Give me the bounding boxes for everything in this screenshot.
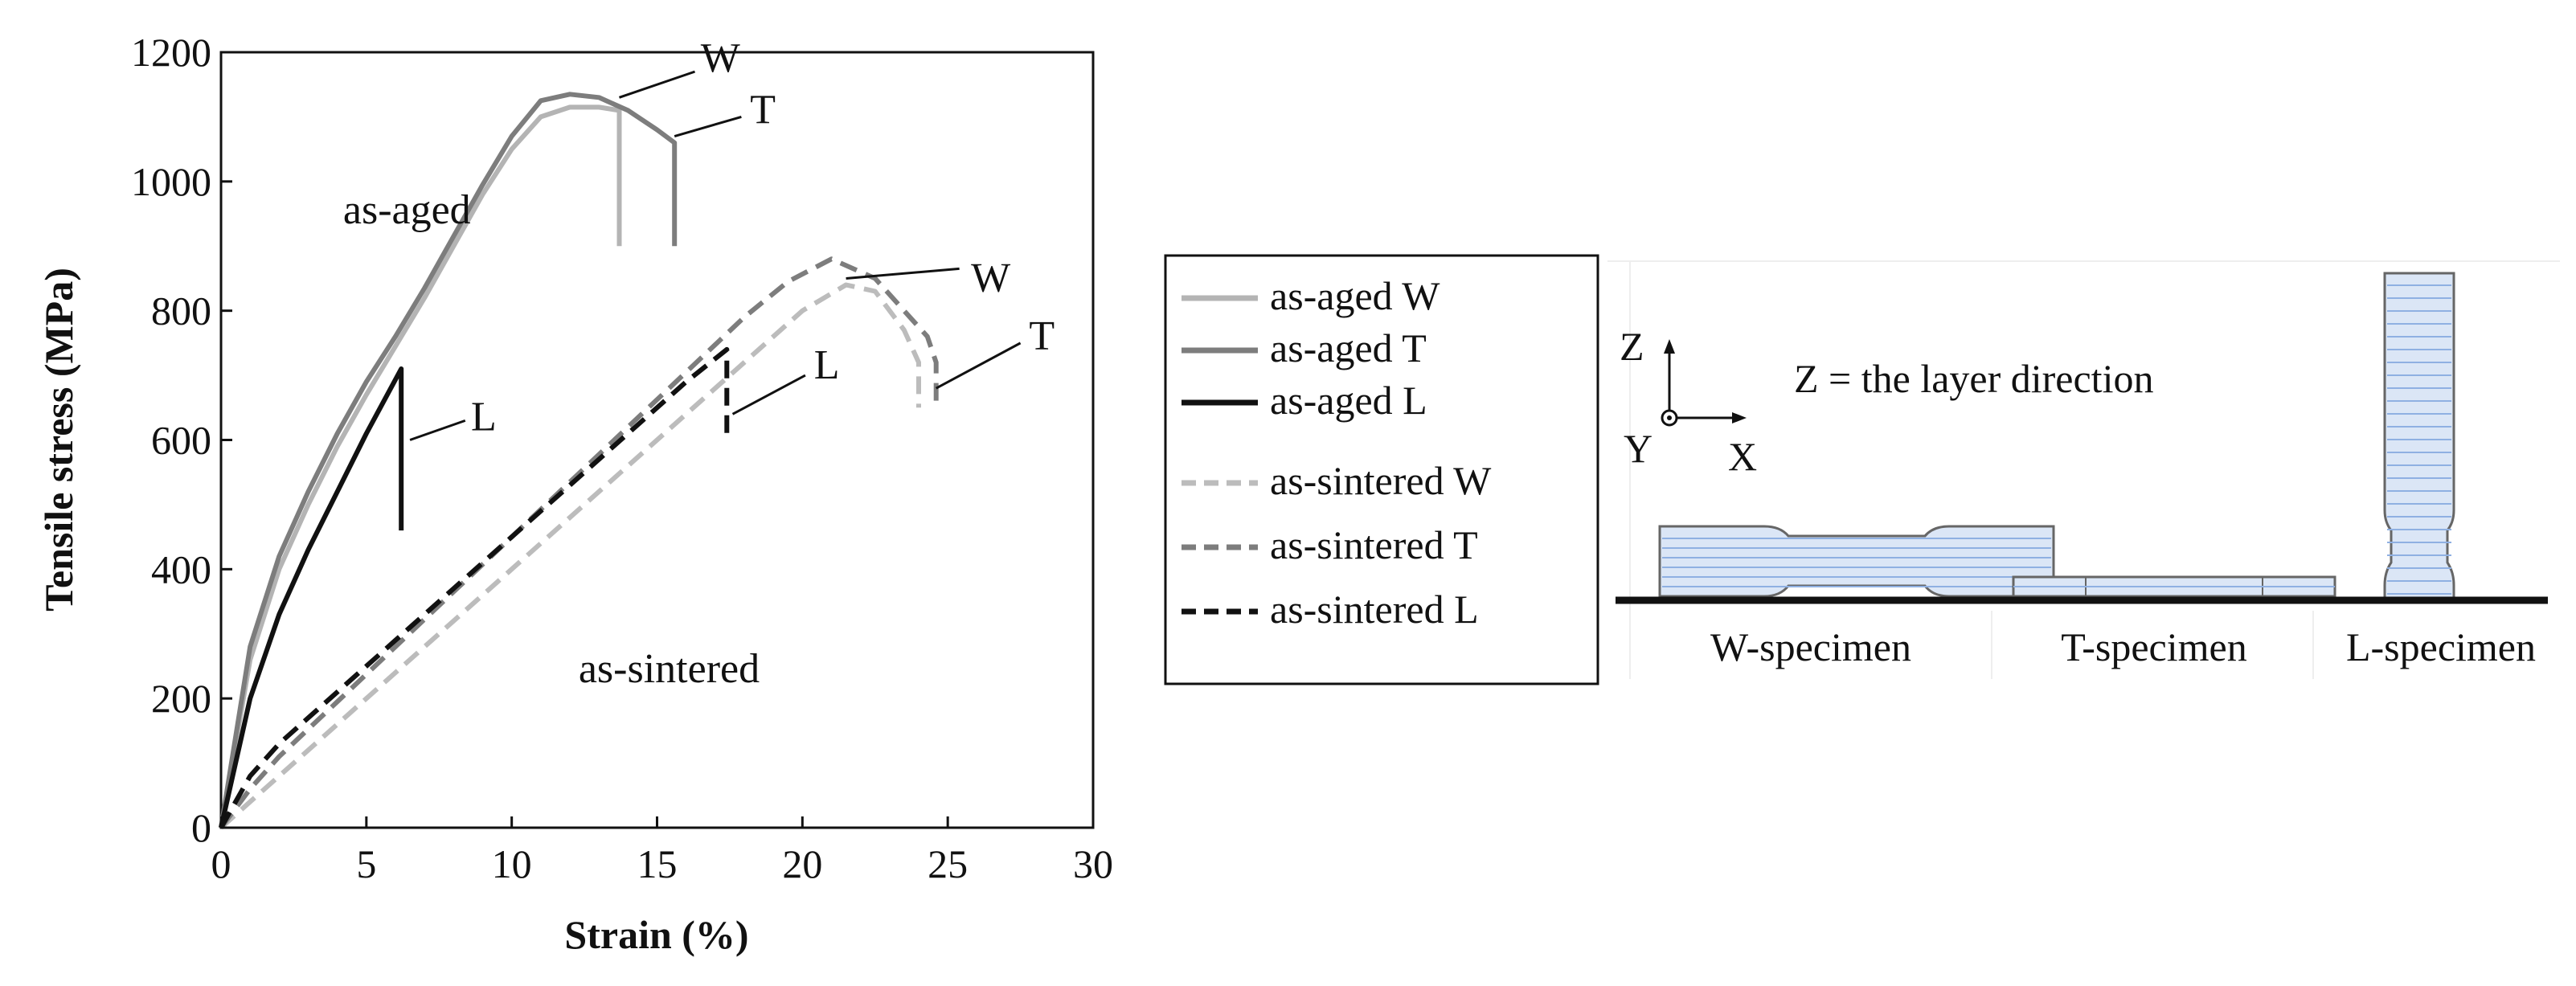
t-specimen-label: T-specimen	[2061, 624, 2246, 669]
curve-annotation: W	[971, 256, 1010, 301]
y-axis-label: Y	[1624, 426, 1652, 471]
chart: 0 5 10 15 20 25 30 0 200 400 600 800 1000 1200 as-age…	[36, 30, 1113, 957]
annotation-leader	[674, 115, 742, 137]
y-axis-dot-icon	[1667, 415, 1672, 420]
curve-annotation: L	[471, 394, 497, 440]
legend-label: as-aged W	[1270, 273, 1440, 318]
curve-annotation: T	[1029, 313, 1055, 359]
curve-annotation: as-aged	[343, 187, 471, 233]
y-tick-label: 1000	[131, 159, 211, 204]
annotation-leader	[935, 342, 1022, 390]
x-arrowhead-icon	[1732, 412, 1747, 423]
x-axis-title: Strain (%)	[564, 912, 748, 957]
series-line-as-aged-w	[219, 104, 622, 828]
y-axis-title: Tensile stress (MPa)	[36, 268, 81, 612]
x-tick-label: 5	[356, 841, 376, 886]
y-tick-label: 0	[191, 805, 211, 850]
coordinate-axes: Z Y X	[1620, 324, 1757, 479]
tick-labels: 0 5 10 15 20 25 30 0 200 400 600 800 1000 1200	[131, 30, 1113, 886]
y-tick-label: 400	[151, 546, 211, 591]
legend-items: as-aged W as-aged T as-aged L as-sintered W…	[1182, 273, 1492, 632]
axis-ticks	[219, 51, 1095, 829]
annotation-leader	[618, 70, 696, 99]
x-tick-label: 30	[1073, 841, 1113, 886]
curve-annotation: T	[750, 87, 776, 133]
annotation-leader	[731, 374, 806, 415]
annotation-leader	[409, 419, 466, 441]
x-tick-label: 10	[492, 841, 532, 886]
x-tick-label: 15	[637, 841, 678, 886]
x-axis-label: X	[1728, 434, 1757, 479]
y-tick-label: 600	[151, 418, 211, 463]
legend: as-aged W as-aged T as-aged L as-sintered W…	[1164, 254, 1599, 685]
w-specimen-label: W-specimen	[1710, 624, 1911, 669]
specimen-diagram: Z Y X Z = the layer direction W-specimen…	[1607, 260, 2560, 679]
x-tick-label: 25	[928, 841, 968, 886]
series-line-as-aged-t	[219, 92, 678, 828]
legend-label: as-sintered L	[1270, 587, 1479, 632]
legend-label: as-aged T	[1270, 325, 1427, 370]
legend-label: as-sintered W	[1270, 458, 1492, 503]
l-specimen-label: L-specimen	[2346, 624, 2536, 669]
curve-annotation: as-sintered	[579, 646, 760, 692]
legend-box	[1164, 254, 1599, 685]
y-tick-label: 1200	[131, 30, 211, 75]
curves	[219, 92, 939, 830]
series-line-as-sintered-l	[219, 346, 730, 829]
z-arrowhead-icon	[1664, 339, 1675, 354]
y-tick-label: 200	[151, 676, 211, 721]
curve-annotation: L	[814, 342, 840, 388]
annotation-leader	[846, 267, 960, 280]
legend-label: as-sintered T	[1270, 522, 1478, 567]
curve-annotation: W	[701, 35, 740, 81]
x-tick-label: 0	[211, 841, 231, 886]
w-specimen-shape	[1658, 525, 2055, 598]
l-specimen-shape	[2383, 272, 2455, 600]
layer-direction-caption: Z = the layer direction	[1794, 356, 2153, 401]
legend-label: as-aged L	[1270, 378, 1427, 423]
series-line-as-sintered-w	[219, 282, 921, 830]
z-axis-label: Z	[1620, 324, 1644, 369]
series-line-as-aged-l	[219, 366, 404, 828]
x-tick-label: 20	[782, 841, 822, 886]
y-tick-label: 800	[151, 288, 211, 333]
t-specimen-shape	[2012, 575, 2336, 598]
series-line-as-sintered-t	[219, 256, 939, 829]
